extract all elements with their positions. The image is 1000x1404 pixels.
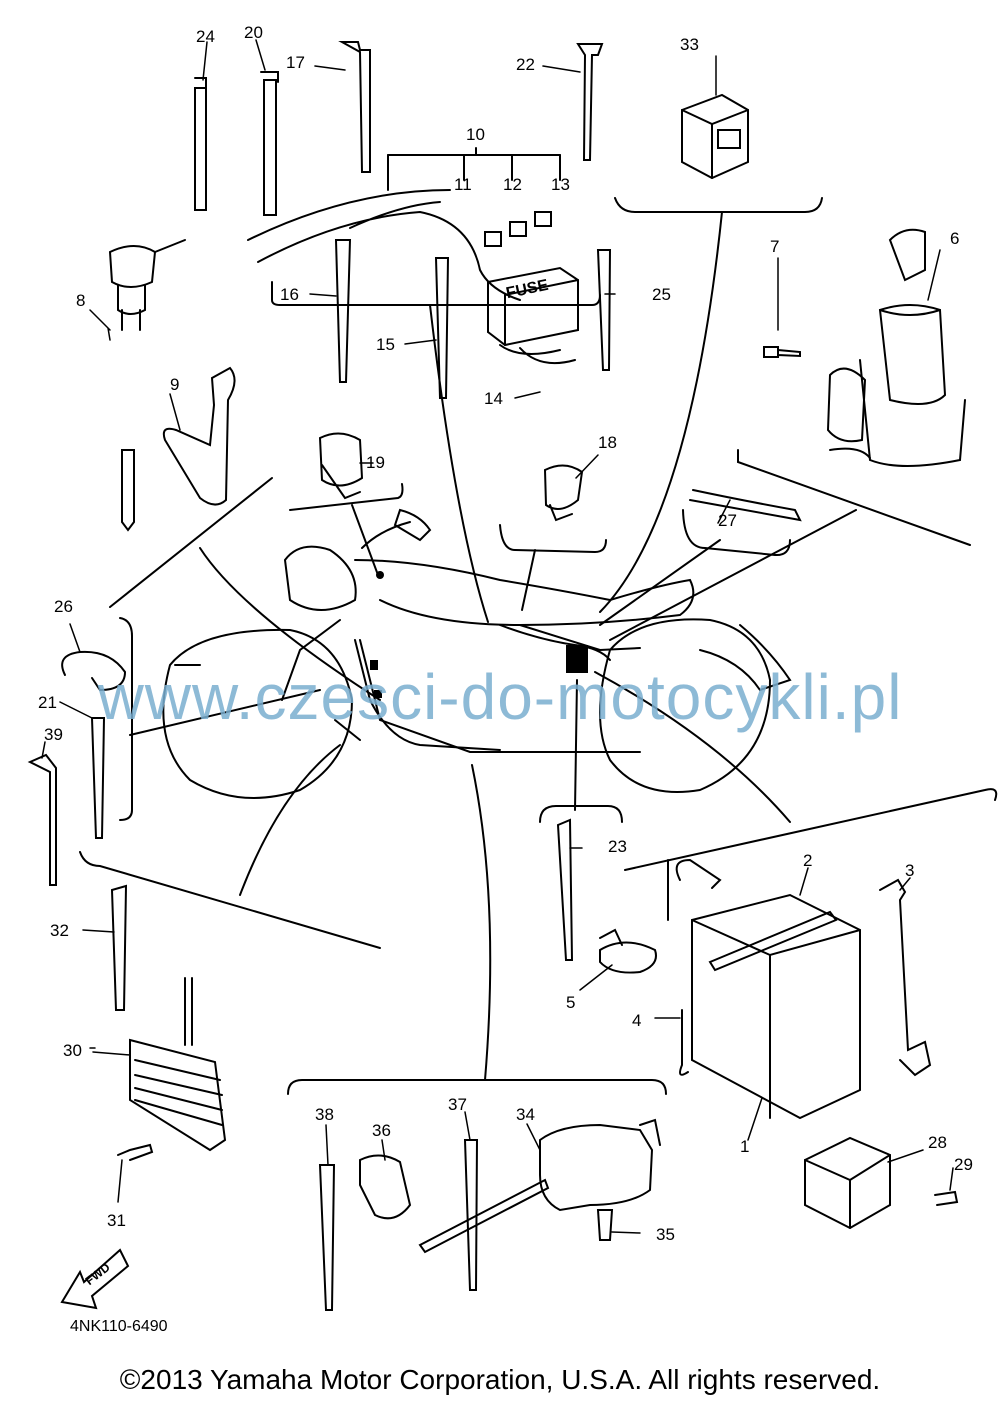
part-label-13: 13 (551, 175, 570, 194)
part-label-15: 15 (376, 335, 395, 354)
part-label-12: 12 (503, 175, 522, 194)
leader-fuse (429, 304, 489, 623)
part-label-3: 3 (905, 861, 915, 880)
bracket-rectifier (79, 851, 381, 949)
part-label-37: 37 (448, 1095, 467, 1114)
battery (667, 858, 932, 1120)
part-label-8: 8 (76, 291, 86, 310)
part-label-16: 16 (280, 285, 299, 304)
band-26 (61, 650, 127, 692)
clamp-19 (318, 432, 364, 500)
wire-harness (354, 639, 501, 751)
part-label-28: 28 (928, 1133, 947, 1152)
leader-19 (351, 504, 379, 576)
bracket-9 (162, 366, 236, 506)
leader-23 (574, 679, 578, 811)
bracket-left-side (119, 617, 133, 821)
bracket-23 (539, 805, 623, 823)
part-label-6: 6 (950, 229, 960, 248)
harness-markers (370, 571, 588, 698)
leader-relay (599, 211, 723, 613)
leader-bottom (471, 764, 492, 1081)
cable-ties (27, 41, 802, 1311)
part-label-14: 14 (484, 389, 503, 408)
leader-battery (594, 671, 791, 823)
clamp-18 (543, 464, 584, 522)
diagram-code: 4NK110-6490 (70, 1318, 168, 1335)
copyright: ©2013 Yamaha Motor Corporation, U.S.A. A… (119, 1364, 881, 1395)
motorcycle-outline (162, 508, 792, 799)
screw-7 (763, 346, 801, 358)
leader-27 (599, 539, 721, 626)
part-label-26: 26 (54, 597, 73, 616)
part-label-18: 18 (598, 433, 617, 452)
part-label-21: 21 (38, 693, 57, 712)
part-label-20: 20 (244, 23, 263, 42)
part-label-7: 7 (770, 237, 780, 256)
part-label-33: 33 (680, 35, 699, 54)
part-label-10: 10 (466, 125, 485, 144)
sensor-8 (108, 239, 186, 532)
part-label-32: 32 (50, 921, 69, 940)
part-label-1: 1 (740, 1137, 750, 1156)
part-label-34: 34 (516, 1105, 535, 1124)
bracket-ignition (737, 449, 971, 546)
bracket-26-39 (109, 477, 273, 608)
part-28 (804, 1136, 959, 1230)
fuse-box (487, 266, 579, 364)
bracket-fuse-group (271, 281, 601, 306)
bracket-18 (499, 524, 607, 554)
main-harness (247, 189, 521, 301)
part-label-5: 5 (566, 993, 576, 1012)
bracket-27 (682, 509, 791, 557)
part-label-36: 36 (372, 1121, 391, 1140)
part-label-29: 29 (954, 1155, 973, 1174)
fuse-11 (484, 231, 502, 247)
part-label-22: 22 (516, 55, 535, 74)
leader-18 (521, 549, 536, 611)
part-34 (418, 1118, 661, 1254)
label-leaders (41, 39, 954, 1234)
part-label-9: 9 (170, 375, 180, 394)
fwd-arrow (60, 1248, 130, 1310)
wire-main (499, 624, 611, 661)
fuse-13 (534, 211, 552, 227)
part-label-11: 11 (454, 175, 472, 194)
part-label-35: 35 (656, 1225, 675, 1244)
part-label-39: 39 (44, 725, 63, 744)
bracket-10-drops (387, 147, 561, 191)
part-label-19: 19 (366, 453, 385, 472)
screw-35 (596, 1209, 614, 1241)
part-label-2: 2 (803, 851, 813, 870)
leader-rectifier (239, 744, 341, 896)
part-label-24: 24 (196, 27, 215, 46)
part-label-38: 38 (315, 1105, 334, 1124)
clamp-5 (599, 928, 657, 974)
part-label-30: 30 (63, 1041, 82, 1060)
bracket-19 (289, 483, 404, 511)
bracket-bottom (287, 1079, 667, 1095)
part-label-27: 27 (718, 511, 737, 530)
watermark: www.czesci-do-motocykli.pl (97, 661, 903, 733)
leader-left-bracket (129, 689, 321, 736)
part-label-17: 17 (286, 53, 305, 72)
relay-33 (681, 93, 749, 180)
part-label-23: 23 (608, 837, 627, 856)
part-label-31: 31 (107, 1211, 126, 1230)
part-label-25: 25 (652, 285, 671, 304)
fuse-12 (509, 221, 527, 237)
ignition-switch (826, 228, 966, 467)
clamp-36 (359, 1154, 412, 1220)
rectifier-30 (117, 977, 227, 1161)
bracket-battery (624, 788, 998, 871)
part-label-4: 4 (632, 1011, 642, 1030)
bracket-relay (614, 197, 823, 213)
